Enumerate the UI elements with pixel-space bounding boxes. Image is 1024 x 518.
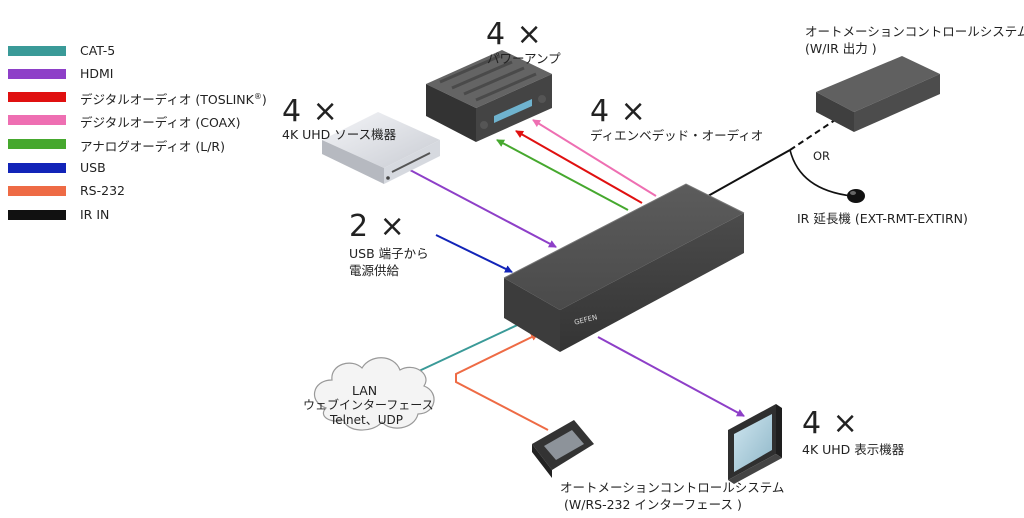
toslink-audio-line	[515, 130, 643, 204]
embedded-audio-name: ディエンベデッド・オーディオ	[590, 128, 764, 143]
legend-label: HDMI	[80, 66, 114, 81]
legend-label: デジタルオーディオ (COAX)	[80, 115, 241, 130]
lan-protocols-label: Telnet、UDP	[330, 413, 403, 427]
ir-extender-device	[847, 189, 865, 203]
display-device	[728, 404, 782, 484]
legend-swatch	[8, 186, 66, 196]
ir-in-line	[707, 149, 791, 197]
legend-label-suffix: )	[261, 92, 267, 107]
lan-web-interface-label: ウェブインターフェース	[303, 398, 434, 412]
hdmi-display-line	[597, 336, 745, 417]
legend-label: IR IN	[80, 207, 110, 222]
ir-dashed-line	[789, 117, 839, 151]
or-label: OR	[813, 149, 831, 163]
power-amplifier	[426, 50, 552, 142]
usb-label-line1: USB 端子から	[349, 246, 429, 261]
source-count: 4 ×	[282, 94, 339, 129]
source-name: 4K UHD ソース機器	[282, 127, 397, 142]
legend-swatch	[8, 92, 66, 102]
legend-swatch	[8, 139, 66, 149]
legend-label: USB	[80, 160, 106, 175]
legend-swatch	[8, 210, 66, 220]
embedded-audio-count: 4 ×	[590, 94, 647, 129]
automation-ir-box	[816, 56, 940, 132]
display-name: 4K UHD 表示機器	[802, 442, 905, 457]
lan-label: LAN	[352, 383, 378, 398]
hdmi-source-line	[409, 169, 557, 248]
lan-line	[395, 320, 527, 385]
lan-cloud	[314, 357, 435, 431]
ir-extender-cable	[789, 149, 853, 197]
legend-swatch	[8, 163, 66, 173]
rs232-control-panel	[532, 420, 594, 478]
coax-audio-line	[532, 119, 657, 197]
analog-audio-line	[496, 139, 629, 211]
legend-label: CAT-5	[80, 43, 116, 58]
legend-swatch	[8, 46, 66, 56]
display-count: 4 ×	[802, 406, 859, 441]
ir-extender-label: IR 延長機 (EXT-RMT-EXTIRN)	[797, 211, 968, 226]
amp-name: パワーアンプ	[487, 51, 561, 66]
registered-mark: ®	[253, 91, 262, 101]
legend-swatch	[8, 69, 66, 79]
legend-label: デジタルオーディオ (TOSLINK	[80, 92, 254, 107]
automation-rs232-subtitle: (W/RS-232 インターフェース )	[564, 497, 742, 512]
usb-label-line2: 電源供給	[349, 263, 400, 278]
legend-label: アナログオーディオ (L/R)	[80, 139, 225, 154]
legend-label: RS-232	[80, 183, 125, 198]
amp-count: 4 ×	[486, 17, 543, 52]
usb-count: 2 ×	[349, 209, 406, 244]
automation-rs232-title: オートメーションコントロールシステム	[560, 480, 785, 495]
rs232-line	[455, 333, 549, 431]
automation-ir-subtitle: (W/IR 出力 )	[805, 41, 877, 56]
legend-swatch	[8, 115, 66, 125]
matrix-switcher	[503, 183, 745, 352]
automation-ir-title: オートメーションコントロールシステム	[805, 24, 1024, 39]
usb-power-line	[435, 234, 513, 273]
source-device	[322, 112, 440, 184]
